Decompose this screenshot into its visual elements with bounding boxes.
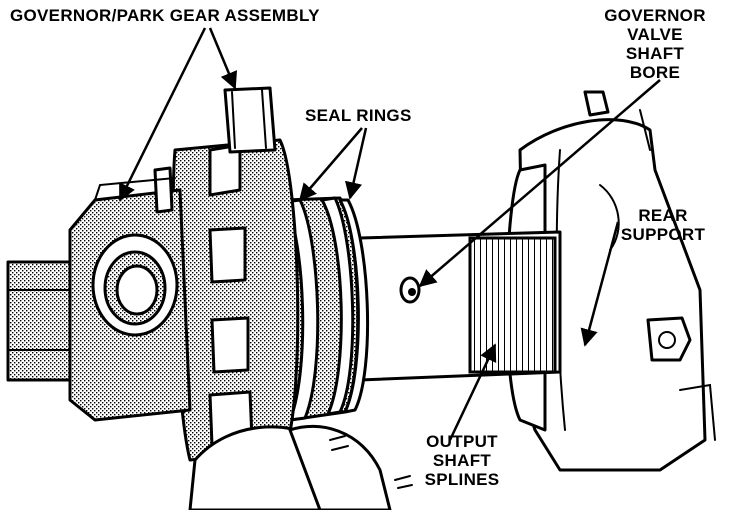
leader-output-shaft-splines (448, 343, 497, 441)
leader-rear-support (580, 221, 620, 347)
park-gear (171, 86, 300, 462)
output-shaft (358, 230, 562, 382)
leader-lines (118, 27, 661, 441)
governor-bore-inner (115, 264, 159, 316)
input-shaft-stub (6, 260, 72, 382)
output-shaft-splines (468, 236, 557, 374)
leader-seal-ring-1 (298, 127, 363, 202)
leader-seal-ring-2 (344, 127, 368, 200)
bolt-head-right (646, 316, 692, 362)
bolt-head-top (583, 90, 610, 117)
leader-governor-assembly-1 (118, 27, 207, 202)
seal-rings (283, 196, 370, 422)
seal-ring-rear (320, 196, 355, 416)
label-governor-valve-shaft-bore: GOVERNOR VALVE SHAFT BORE (604, 6, 706, 82)
label-rear-support: REAR SUPPORT (620, 206, 706, 244)
label-governor-park-gear-assembly: GOVERNOR/PARK GEAR ASSEMBLY (10, 6, 320, 25)
governor-body (68, 166, 192, 422)
technician-hand (188, 424, 413, 510)
label-output-shaft-splines: OUTPUT SHAFT SPLINES (424, 432, 500, 489)
leader-valve-shaft-bore (418, 79, 661, 288)
leader-governor-assembly-2 (208, 27, 238, 90)
label-seal-rings: SEAL RINGS (305, 106, 412, 125)
